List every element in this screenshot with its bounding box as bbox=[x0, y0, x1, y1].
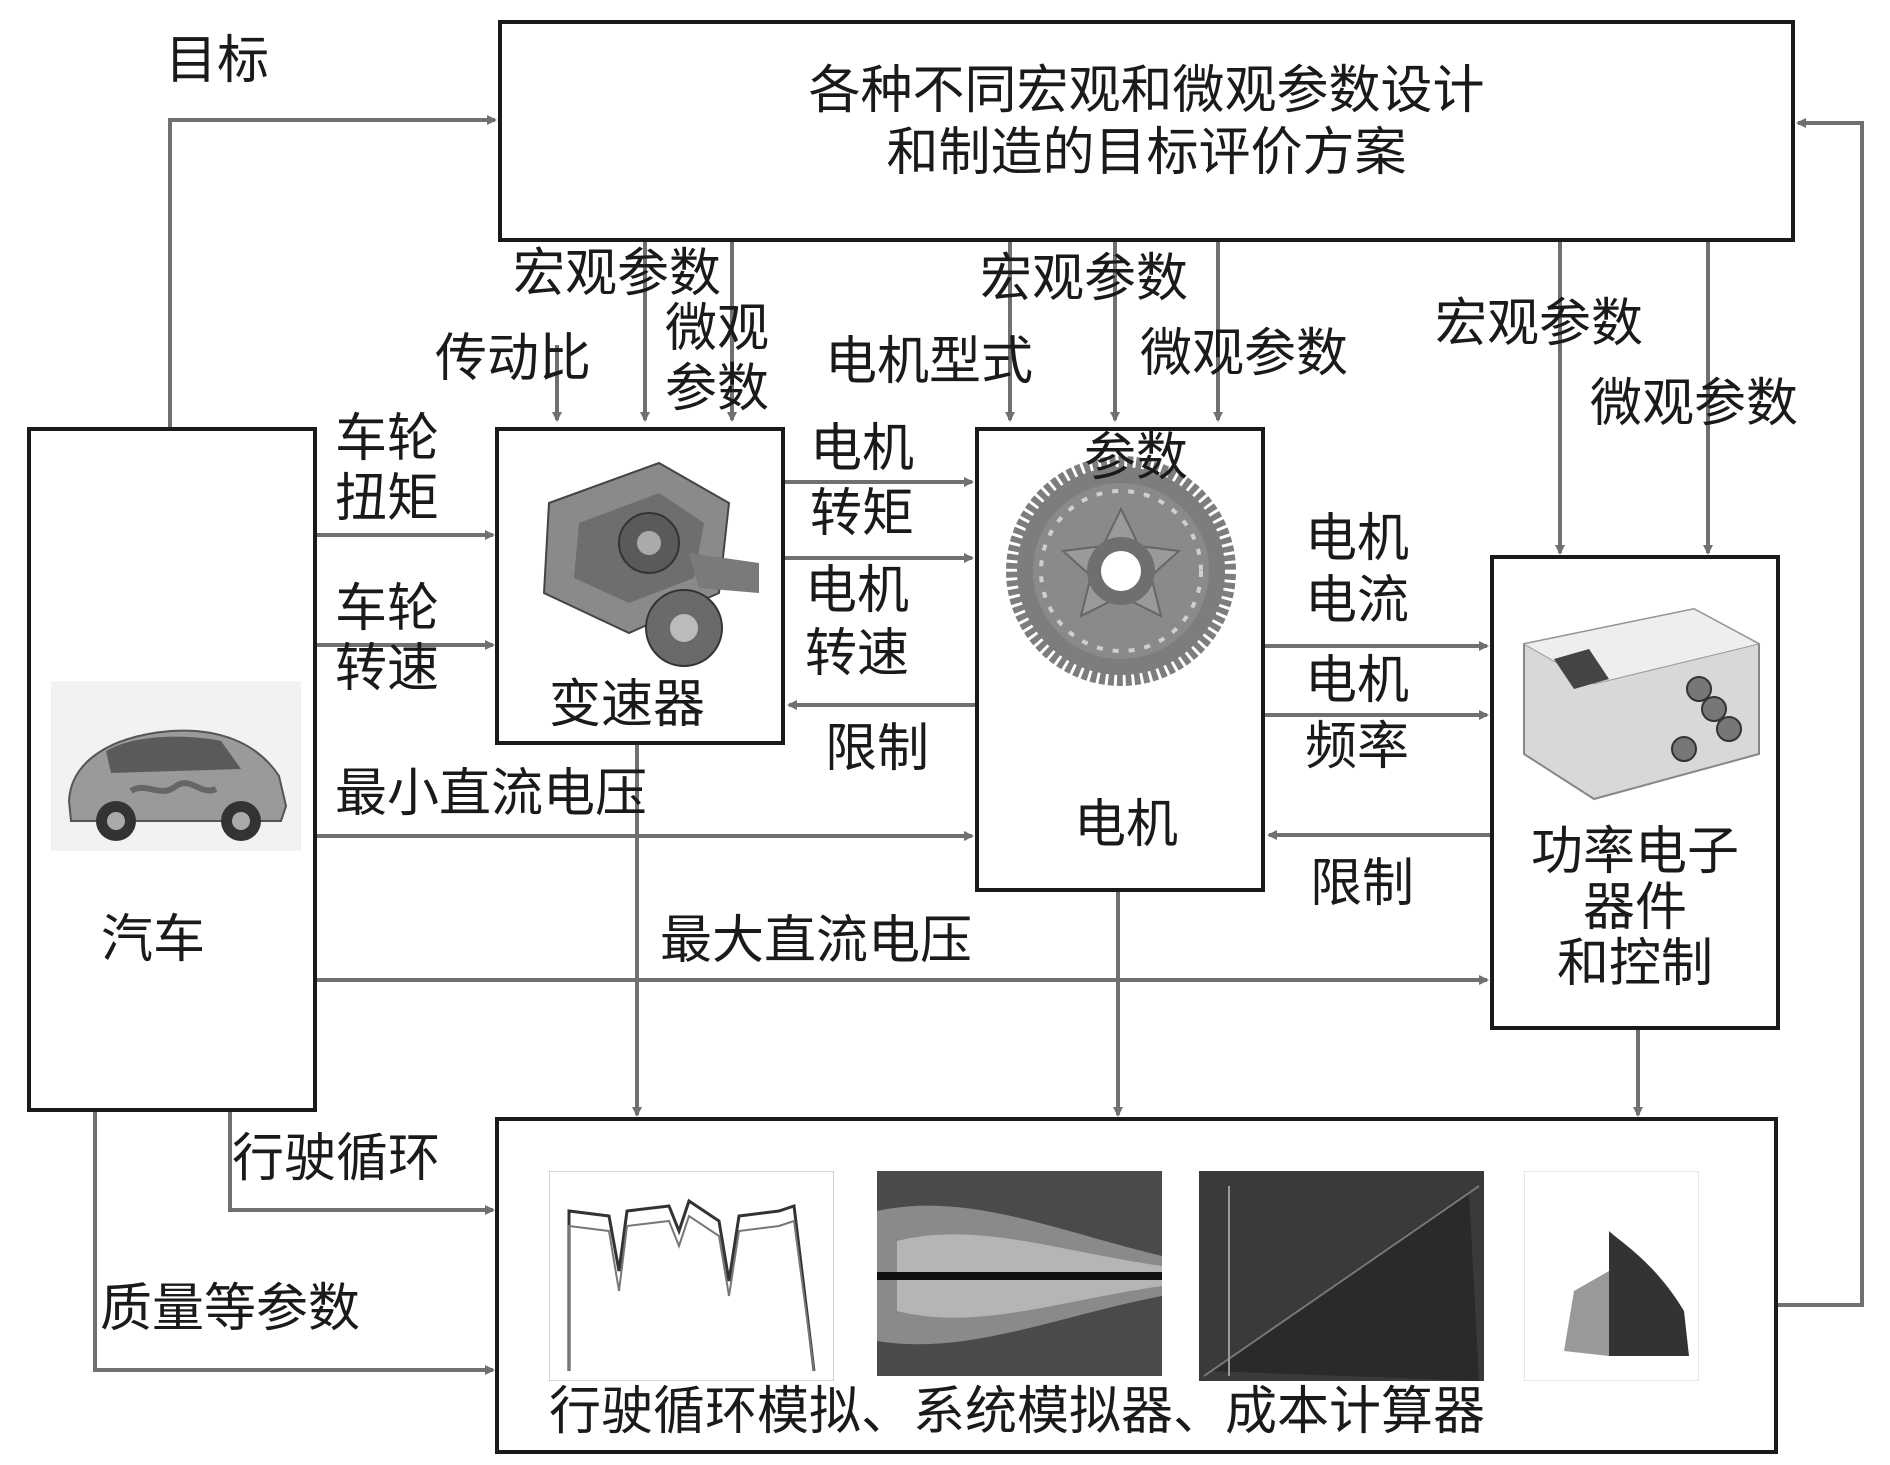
simulation-label: 行驶循环模拟、系统模拟器、成本计算器 bbox=[549, 1382, 1486, 1442]
motor-image bbox=[1001, 451, 1241, 691]
scatter-plot-dark bbox=[1199, 1171, 1484, 1381]
motor-param-label: 参数 bbox=[1084, 428, 1189, 488]
car-label: 汽车 bbox=[101, 910, 206, 970]
limit-label-2: 限制 bbox=[1310, 854, 1415, 914]
motor-box: 参数 电机 bbox=[975, 427, 1265, 892]
pe-micro-label: 微观参数 bbox=[1590, 374, 1799, 434]
motor-speed-label-1: 电机 bbox=[805, 561, 910, 621]
mass-params-label: 质量等参数 bbox=[100, 1279, 361, 1339]
wheel-speed-label-1: 车轮 bbox=[335, 579, 440, 639]
max-dc-voltage-label: 最大直流电压 bbox=[660, 911, 973, 971]
gearbox-label: 变速器 bbox=[549, 675, 706, 735]
wheel-torque-label-2: 扭矩 bbox=[335, 469, 440, 529]
limit-label-1: 限制 bbox=[825, 719, 930, 779]
gear-micro-label-2: 参数 bbox=[665, 359, 770, 419]
motor-torque-label-1: 电机 bbox=[810, 419, 915, 479]
drive-cycle-label: 行驶循环 bbox=[232, 1129, 441, 1189]
arrow-feedback bbox=[1775, 118, 1864, 1307]
contour-plot bbox=[877, 1171, 1162, 1376]
power-electronics-image bbox=[1522, 607, 1761, 801]
motor-freq-label-2: 频率 bbox=[1305, 717, 1410, 777]
power-electronics-box: 功率电子 器件 和控制 bbox=[1490, 555, 1780, 1030]
gear-macro-label: 宏观参数 bbox=[513, 244, 722, 304]
gearbox-box: 变速器 bbox=[495, 427, 785, 745]
motor-type-label: 电机型式 bbox=[825, 332, 1034, 392]
evaluation-scheme-line2: 和制造的目标评价方案 bbox=[886, 123, 1407, 183]
wheel-torque-label-1: 车轮 bbox=[335, 409, 440, 469]
scatter-plot-cost bbox=[1524, 1171, 1699, 1381]
motor-label: 电机 bbox=[1074, 795, 1179, 855]
pe-macro-label: 宏观参数 bbox=[1435, 294, 1644, 354]
evaluation-scheme-line1: 各种不同宏观和微观参数设计 bbox=[808, 61, 1485, 121]
gear-micro-label-1: 微观 bbox=[665, 299, 770, 359]
power-electronics-line1: 功率电子 bbox=[1530, 822, 1739, 882]
motor-speed-label-2: 转速 bbox=[805, 624, 910, 684]
motor-micro-label: 微观参数 bbox=[1140, 324, 1349, 384]
motor-macro-label: 宏观参数 bbox=[980, 249, 1189, 309]
motor-torque-label-2: 转矩 bbox=[810, 484, 915, 544]
min-dc-voltage-label: 最小直流电压 bbox=[335, 764, 648, 824]
gearbox-image bbox=[542, 461, 759, 667]
target-label: 目标 bbox=[165, 31, 270, 91]
motor-freq-label-1: 电机 bbox=[1305, 651, 1410, 711]
simulation-box: 行驶循环模拟、系统模拟器、成本计算器 bbox=[495, 1117, 1778, 1454]
power-electronics-line3: 和控制 bbox=[1556, 934, 1713, 994]
motor-current-label-2: 电流 bbox=[1305, 571, 1410, 631]
car-box: 汽车 bbox=[27, 427, 317, 1112]
power-electronics-line2: 器件 bbox=[1582, 878, 1687, 938]
evaluation-scheme-box: 各种不同宏观和微观参数设计 和制造的目标评价方案 bbox=[498, 20, 1795, 242]
motor-current-label-1: 电机 bbox=[1305, 509, 1410, 569]
arrow-mass-params bbox=[93, 1110, 495, 1375]
car-image bbox=[51, 681, 301, 851]
wheel-speed-label-2: 转速 bbox=[335, 639, 440, 699]
drive-cycle-plot bbox=[549, 1171, 834, 1381]
gear-ratio-label: 传动比 bbox=[435, 329, 592, 389]
arrow-drive-cycle bbox=[228, 1110, 495, 1215]
arrow-target bbox=[168, 115, 497, 428]
